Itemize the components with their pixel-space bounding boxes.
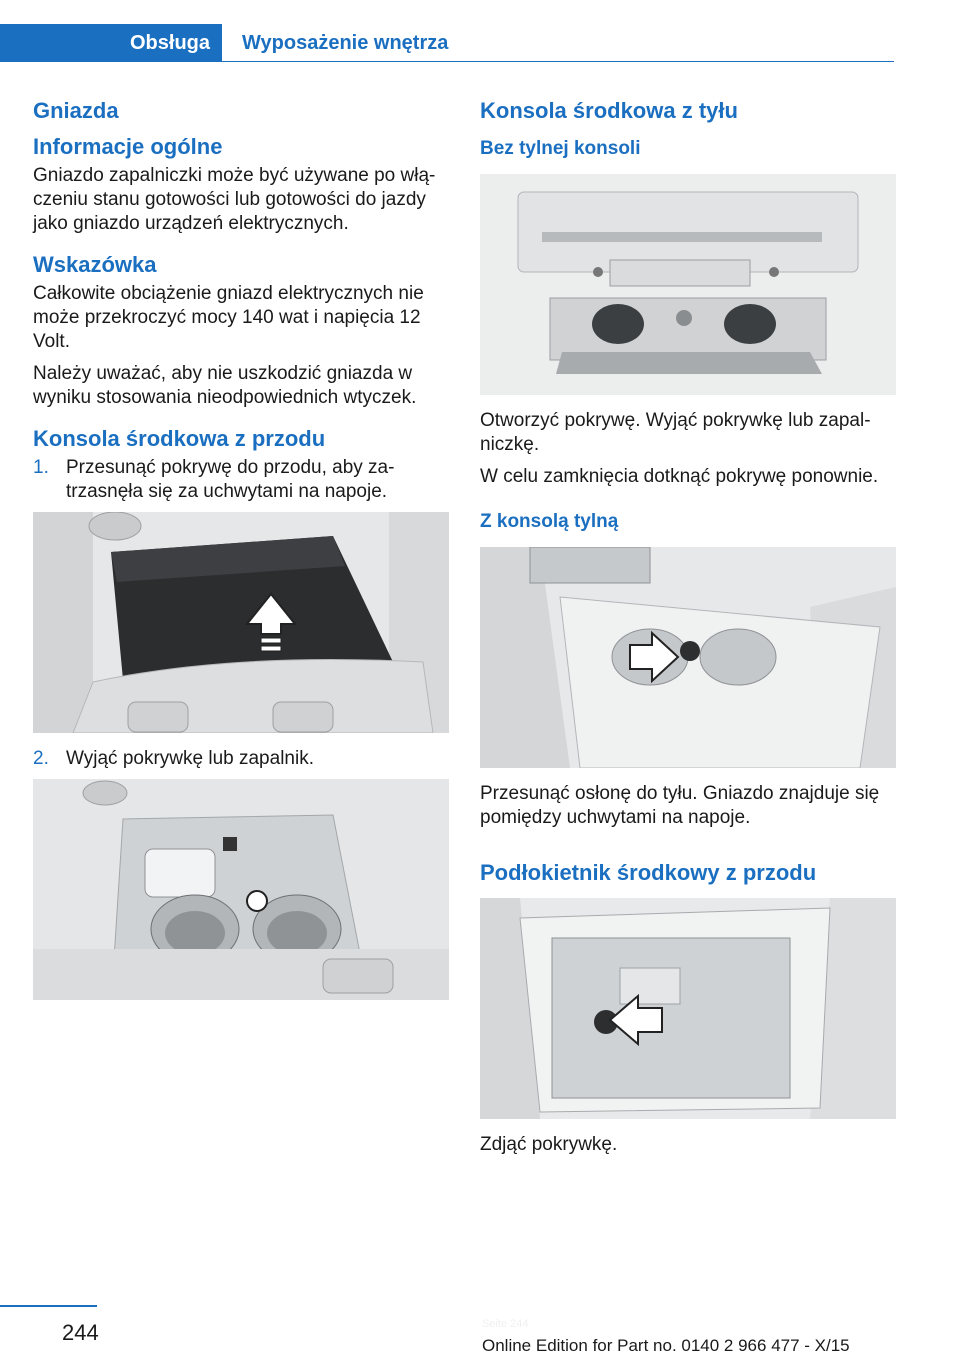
note-text-2: Należy uważać, aby nie uszkodzić gniazda… — [33, 363, 417, 408]
header-tabbar: Obsługa Wyposażenie wnętrza — [0, 24, 894, 62]
right-column: Konsola środkowa z tyłu Bez tylnej konso… — [480, 96, 896, 1165]
arrow-up-icon — [244, 592, 298, 652]
heading-note: Wskazówka — [33, 252, 157, 277]
header-rule — [222, 61, 894, 62]
watermark: Seite 244 — [482, 1318, 529, 1330]
no-console-text-2: W celu zamknięcia dotknąć pokrywę ponow­… — [480, 466, 879, 487]
figure-front-socket-open — [33, 779, 449, 1000]
heading-armrest: Podłokietnik środkowy z przodu — [480, 860, 817, 885]
page-number: 244 — [62, 1320, 99, 1345]
heading-with-rear-console: Z konsolą tylną — [480, 511, 619, 532]
general-text: Gniazdo zapalniczki może być używane po … — [33, 165, 436, 234]
footer-edition: Online Edition for Part no. 0140 2 966 4… — [482, 1336, 850, 1355]
left-column: Gniazda Informacje ogólne Gniazdo zapaln… — [33, 96, 449, 1014]
footer-rule — [0, 1305, 97, 1307]
arrow-right-icon — [629, 630, 680, 684]
step-1-number: 1. — [33, 457, 49, 478]
step-2-number: 2. — [33, 748, 49, 769]
heading-no-rear-console: Bez tylnej konsoli — [480, 138, 641, 159]
figure-rear-console-no-console — [480, 174, 896, 395]
arrow-left-icon — [608, 993, 663, 1047]
note-text-1: Całkowite obciążenie gniazd elektrycznyc… — [33, 283, 424, 352]
with-console-text: Przesunąć osłonę do tyłu. Gniazdo znajdu… — [480, 783, 880, 828]
step-1: 1. Przesunąć pokrywę do przodu, aby za­t… — [33, 456, 449, 504]
heading-general: Informacje ogólne — [33, 134, 223, 159]
armrest-text: Zdjąć pokrywkę. — [480, 1134, 618, 1155]
figure-front-console-cover — [33, 512, 449, 733]
step-2-text: Wyjąć pokrywkę lub zapalnik. — [66, 748, 314, 769]
step-2: 2. Wyjąć pokrywkę lub zapalnik. — [33, 747, 449, 771]
figure-rear-console-with-console — [480, 547, 896, 768]
step-1-text: Przesunąć pokrywę do przodu, aby za­trza… — [66, 457, 395, 502]
figure-armrest-socket — [480, 898, 896, 1119]
tab-obsluga[interactable]: Obsługa — [0, 24, 222, 62]
section-title-gniazda: Gniazda — [33, 98, 119, 123]
heading-rear-console: Konsola środkowa z tyłu — [480, 98, 738, 123]
no-console-text-1: Otworzyć pokrywę. Wyjąć pokrywkę lub zap… — [480, 410, 871, 455]
heading-front-console: Konsola środkowa z przodu — [33, 426, 326, 451]
tab-wyposazenie[interactable]: Wyposażenie wnętrza — [242, 31, 449, 54]
